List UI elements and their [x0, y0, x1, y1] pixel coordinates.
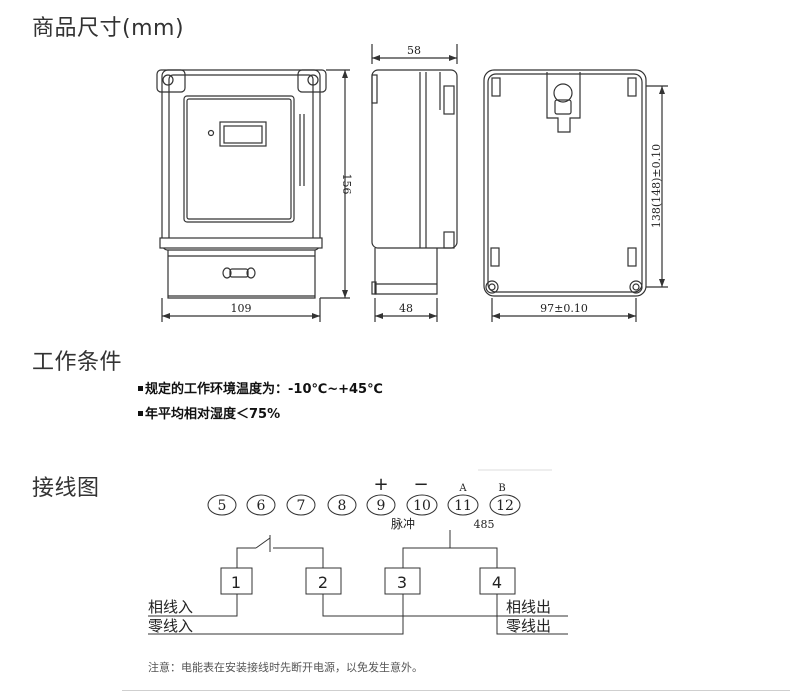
terminal-9-circle [366, 494, 396, 516]
condition-temperature: 规定的工作环境温度为：-10℃~+45℃ [138, 378, 383, 397]
dim-back-width: 97±0.10 [540, 302, 588, 315]
terminal-6-circle [246, 494, 276, 516]
terminal-10: 10 [413, 498, 431, 514]
condition-humidity-text: 年平均相对湿度＜75% [145, 407, 281, 422]
terminal-12-circle [489, 494, 521, 516]
terminal-11-circle [447, 494, 479, 516]
back-view [483, 69, 668, 322]
a-label: A [458, 483, 467, 494]
front-view [156, 69, 350, 322]
neutral-in-label: 零线入 [148, 617, 193, 635]
terminal-11: 11 [454, 498, 472, 514]
terminal-7: 7 [297, 498, 306, 514]
dimension-drawings: 109 156 58 48 138(148)±0.10 97±0.10 [156, 44, 668, 322]
wiring-title: 接线图 [32, 476, 100, 501]
terminal-8: 8 [338, 498, 347, 514]
side-view [371, 44, 458, 322]
rs485-label: 485 [474, 518, 495, 531]
block-4-label: 4 [492, 573, 502, 592]
dim-front-width: 109 [231, 302, 252, 315]
pulse-label: 脉冲 [391, 516, 415, 531]
terminal-12: 12 [496, 498, 514, 514]
condition-humidity: 年平均相对湿度＜75% [138, 403, 280, 422]
neutral-out-label: 零线出 [506, 617, 551, 635]
condition-temperature-text: 规定的工作环境温度为：-10℃~+45℃ [145, 382, 383, 397]
terminal-5: 5 [218, 498, 227, 514]
block-2-label: 2 [318, 573, 328, 592]
dimensions-title: 商品尺寸(mm) [32, 16, 185, 41]
dim-height: 156 [340, 174, 353, 195]
terminal-9: 9 [377, 498, 386, 514]
terminal-7-circle [286, 494, 316, 516]
dim-back-height: 138(148)±0.10 [650, 144, 663, 228]
phase-in-label: 相线入 [148, 598, 193, 616]
phase-out-label: 相线出 [506, 598, 551, 616]
dim-side-top: 58 [407, 44, 421, 57]
terminal-5-circle [207, 494, 237, 516]
divider [122, 690, 790, 691]
terminal-8-circle [327, 494, 357, 516]
block-1-label: 1 [231, 573, 241, 592]
terminal-6: 6 [257, 498, 266, 514]
plus-sign: + [373, 474, 388, 495]
safety-note: 注意：电能表在安装接线时先断开电源，以免发生意外。 [148, 661, 423, 674]
conditions-title: 工作条件 [32, 350, 123, 375]
b-label: B [498, 483, 505, 494]
terminal-10-circle [406, 494, 438, 516]
block-3-label: 3 [397, 573, 407, 592]
minus-sign: − [413, 474, 428, 495]
dim-side-bottom: 48 [399, 302, 413, 315]
